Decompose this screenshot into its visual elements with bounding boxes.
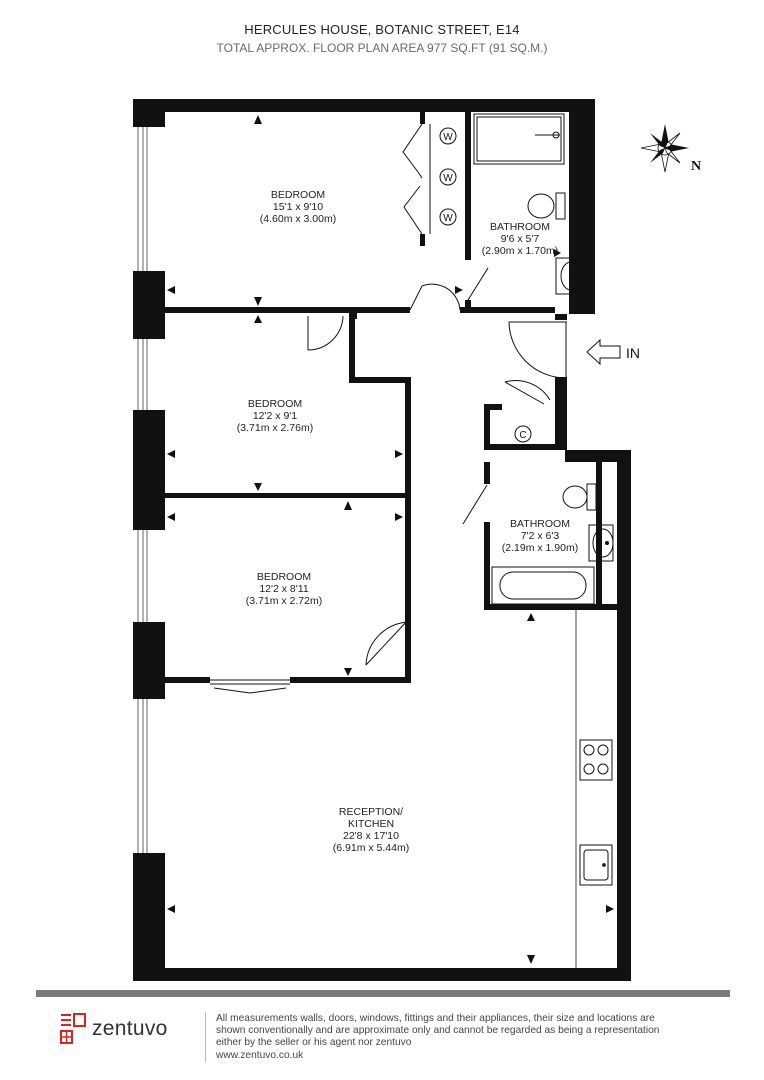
- room-label-bathroom-1: BATHROOM 9'6 x 5'7 (2.90m x 1.70m): [482, 221, 558, 257]
- footer-divider-bar: [36, 990, 730, 997]
- svg-text:BATHROOM: BATHROOM: [510, 518, 570, 530]
- svg-text:12'2 x 9'1: 12'2 x 9'1: [253, 410, 297, 422]
- svg-text:(6.91m x 5.44m): (6.91m x 5.44m): [333, 842, 409, 854]
- room-label-bedroom-3: BEDROOM 12'2 x 8'11 (3.71m x 2.72m): [246, 571, 322, 607]
- doors: [210, 267, 567, 694]
- brand-name: zentuvo: [92, 1017, 168, 1040]
- svg-text:BEDROOM: BEDROOM: [257, 571, 311, 583]
- basin-icon: [555, 257, 583, 295]
- kitchen-sink-icon: [579, 844, 613, 886]
- floor-plan: W W W C: [133, 99, 701, 981]
- disclaimer-line: shown conventionally and are approximate…: [216, 1025, 660, 1037]
- toilet-icon: [562, 485, 588, 509]
- wardrobe-symbols: W W W: [439, 127, 457, 226]
- disclaimer-line: either by the seller or his agent nor ze…: [216, 1037, 412, 1049]
- compass-north-label: N: [691, 159, 701, 174]
- exterior-walls: [133, 99, 631, 981]
- brand-logo: zentuvo: [60, 1012, 168, 1046]
- footer-divider: [205, 1012, 206, 1062]
- toilet-icon: [527, 193, 555, 219]
- compass-rose-icon: [640, 124, 689, 173]
- svg-text:RECEPTION/: RECEPTION/: [339, 806, 403, 818]
- svg-text:KITCHEN: KITCHEN: [348, 818, 394, 830]
- svg-text:15'1 x 9'10: 15'1 x 9'10: [273, 201, 323, 213]
- svg-text:W: W: [443, 173, 453, 184]
- room-label-bathroom-2: BATHROOM 7'2 x 6'3 (2.19m x 1.90m): [502, 518, 578, 554]
- svg-text:C: C: [519, 430, 526, 441]
- bathtub-icon: [491, 566, 595, 605]
- disclaimer-line: All measurements walls, doors, windows, …: [216, 1013, 655, 1024]
- room-label-bedroom-2: BEDROOM 12'2 x 9'1 (3.71m x 2.76m): [237, 398, 313, 434]
- wardrobe-w-icon: W: [439, 168, 457, 186]
- bathroom1-fixtures: [473, 113, 583, 295]
- svg-text:IN: IN: [626, 345, 640, 361]
- bathroom2-fixtures: [491, 483, 614, 605]
- svg-text:(2.90m x 1.70m): (2.90m x 1.70m): [482, 245, 558, 257]
- svg-text:(4.60m x 3.00m): (4.60m x 3.00m): [260, 213, 336, 225]
- wardrobe-w-icon: W: [439, 127, 457, 145]
- cupboard-c-icon: C: [514, 425, 532, 443]
- hob-icon: [579, 739, 613, 781]
- svg-text:BATHROOM: BATHROOM: [490, 221, 550, 233]
- plan-area-subtitle: TOTAL APPROX. FLOOR PLAN AREA 977 SQ.FT …: [216, 41, 548, 55]
- website-link[interactable]: www.zentuvo.co.uk: [216, 1049, 304, 1061]
- svg-text:9'6 x 5'7: 9'6 x 5'7: [501, 233, 540, 245]
- left-windows: [137, 127, 148, 853]
- svg-text:(3.71m x 2.76m): (3.71m x 2.76m): [237, 422, 313, 434]
- dimension-arrows: [167, 115, 614, 964]
- svg-text:7'2 x 6'3: 7'2 x 6'3: [521, 530, 560, 542]
- entrance-arrow-icon: IN: [586, 338, 640, 366]
- svg-text:BEDROOM: BEDROOM: [248, 398, 302, 410]
- svg-text:BEDROOM: BEDROOM: [271, 189, 325, 201]
- svg-text:12'2 x 8'11: 12'2 x 8'11: [259, 583, 309, 595]
- plan-title: HERCULES HOUSE, BOTANIC STREET, E14: [244, 22, 520, 37]
- kitchen-fittings: [575, 610, 613, 968]
- svg-text:(3.71m x 2.72m): (3.71m x 2.72m): [246, 595, 322, 607]
- wardrobe: [402, 123, 431, 235]
- disclaimer-text: All measurements walls, doors, windows, …: [216, 1013, 736, 1062]
- room-label-reception-kitchen: RECEPTION/ KITCHEN 22'8 x 17'10 (6.91m x…: [333, 806, 409, 854]
- zentuvo-logo-icon: [60, 1013, 86, 1044]
- svg-text:22'8 x 17'10: 22'8 x 17'10: [343, 830, 399, 842]
- svg-text:W: W: [443, 213, 453, 224]
- interior-walls: [165, 112, 617, 683]
- svg-text:(2.19m x 1.90m): (2.19m x 1.90m): [502, 542, 578, 554]
- shower-tray-icon: [473, 113, 565, 165]
- wardrobe-w-icon: W: [439, 208, 457, 226]
- svg-text:W: W: [443, 132, 453, 143]
- room-label-bedroom-1: BEDROOM 15'1 x 9'10 (4.60m x 3.00m): [260, 189, 336, 225]
